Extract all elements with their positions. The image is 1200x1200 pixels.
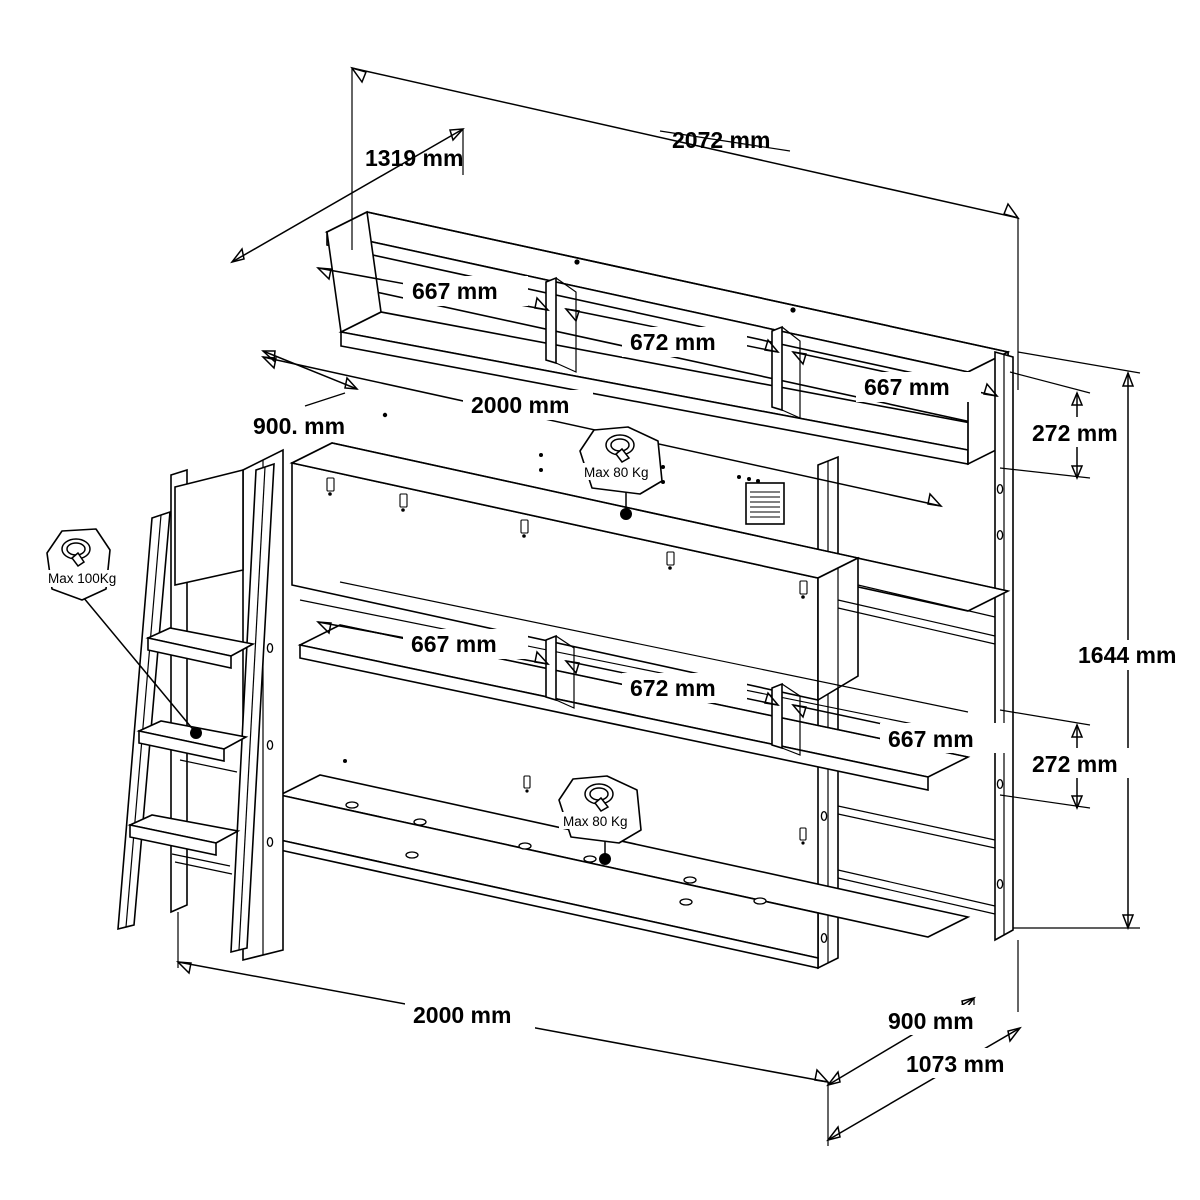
dim-bed-width-900-upper: 900. mm xyxy=(253,350,359,439)
dim-shelf-upper-middle: 672 mm xyxy=(564,307,780,357)
badge-lower-bunk-load: Max 80 Kg xyxy=(558,775,642,865)
dim-overall-diagonal-top: 2072 mm xyxy=(350,66,1020,390)
badge-upper-bunk-load: Max 80 Kg xyxy=(579,426,663,520)
dim-900-upper-label: 900. mm xyxy=(253,413,345,439)
badge-ladder-label: Max 100Kg xyxy=(48,571,116,586)
badge-upper-label: Max 80 Kg xyxy=(584,465,649,480)
dim-1644-label: 1644 mm xyxy=(1078,642,1176,668)
dim-shelf-height-272-upper: 272 mm xyxy=(999,371,1153,480)
lower-bunk xyxy=(277,759,996,969)
dimension-annotations: 2072 mm 1319 mm 667 mm xyxy=(176,66,1200,1146)
weight-limit-icon: Max 80 Kg xyxy=(579,426,663,495)
dim-672-lower-label: 672 mm xyxy=(630,675,716,701)
dim-667-lower-left-label: 667 mm xyxy=(411,631,497,657)
dim-900-bottom-label: 900 mm xyxy=(888,1008,974,1034)
dim-667-upper-right-label: 667 mm xyxy=(864,374,950,400)
dim-depth-1319: 1319 mm xyxy=(230,128,465,264)
dim-shelf-upper-right: 667 mm xyxy=(791,350,999,402)
load-limit-badges: Max 100Kg Max 80 Kg xyxy=(44,426,663,865)
dim-shelf-upper-left: 667 mm xyxy=(316,267,550,312)
dim-2072-label: 2072 mm xyxy=(672,127,770,153)
furniture-body xyxy=(117,210,1014,970)
warning-label-icon xyxy=(745,482,785,525)
dim-bed-length-2000-upper: 2000 mm xyxy=(261,356,943,508)
badge-lower-label: Max 80 Kg xyxy=(563,814,628,829)
dim-shelf-lower-left: 667 mm xyxy=(316,621,550,666)
dim-depth-1073-bottom: 1073 mm xyxy=(826,1026,1022,1146)
cam-fittings-upper xyxy=(326,412,808,599)
dim-shelf-lower-right: 667 mm xyxy=(791,703,1005,753)
dim-depth-900-bottom: 900 mm xyxy=(826,940,1019,1087)
dim-2000-upper-label: 2000 mm xyxy=(471,392,569,418)
dim-bed-length-2000-lower: 2000 mm xyxy=(176,912,830,1084)
cam-fittings-lower xyxy=(343,759,807,906)
ladder xyxy=(117,462,275,954)
dim-1073-label: 1073 mm xyxy=(906,1051,1004,1077)
dim-667-lower-right-label: 667 mm xyxy=(888,726,974,752)
dim-1319-label: 1319 mm xyxy=(365,145,463,171)
dim-272-lower-label: 272 mm xyxy=(1032,751,1118,777)
dim-shelf-lower-middle: 672 mm xyxy=(564,659,780,707)
weight-limit-icon: Max 80 Kg xyxy=(558,775,642,844)
badge-ladder-load: Max 100Kg xyxy=(44,528,202,739)
weight-limit-icon: Max 100Kg xyxy=(44,528,116,601)
dim-272-upper-label: 272 mm xyxy=(1032,420,1118,446)
dim-672-upper-label: 672 mm xyxy=(630,329,716,355)
dim-overall-height-1644: 1644 mm xyxy=(1013,351,1200,931)
dim-667-upper-left-label: 667 mm xyxy=(412,278,498,304)
dim-shelf-height-272-lower: 272 mm xyxy=(999,709,1153,810)
upper-bunk xyxy=(289,412,1011,702)
dim-2000-lower-label: 2000 mm xyxy=(413,1002,511,1028)
